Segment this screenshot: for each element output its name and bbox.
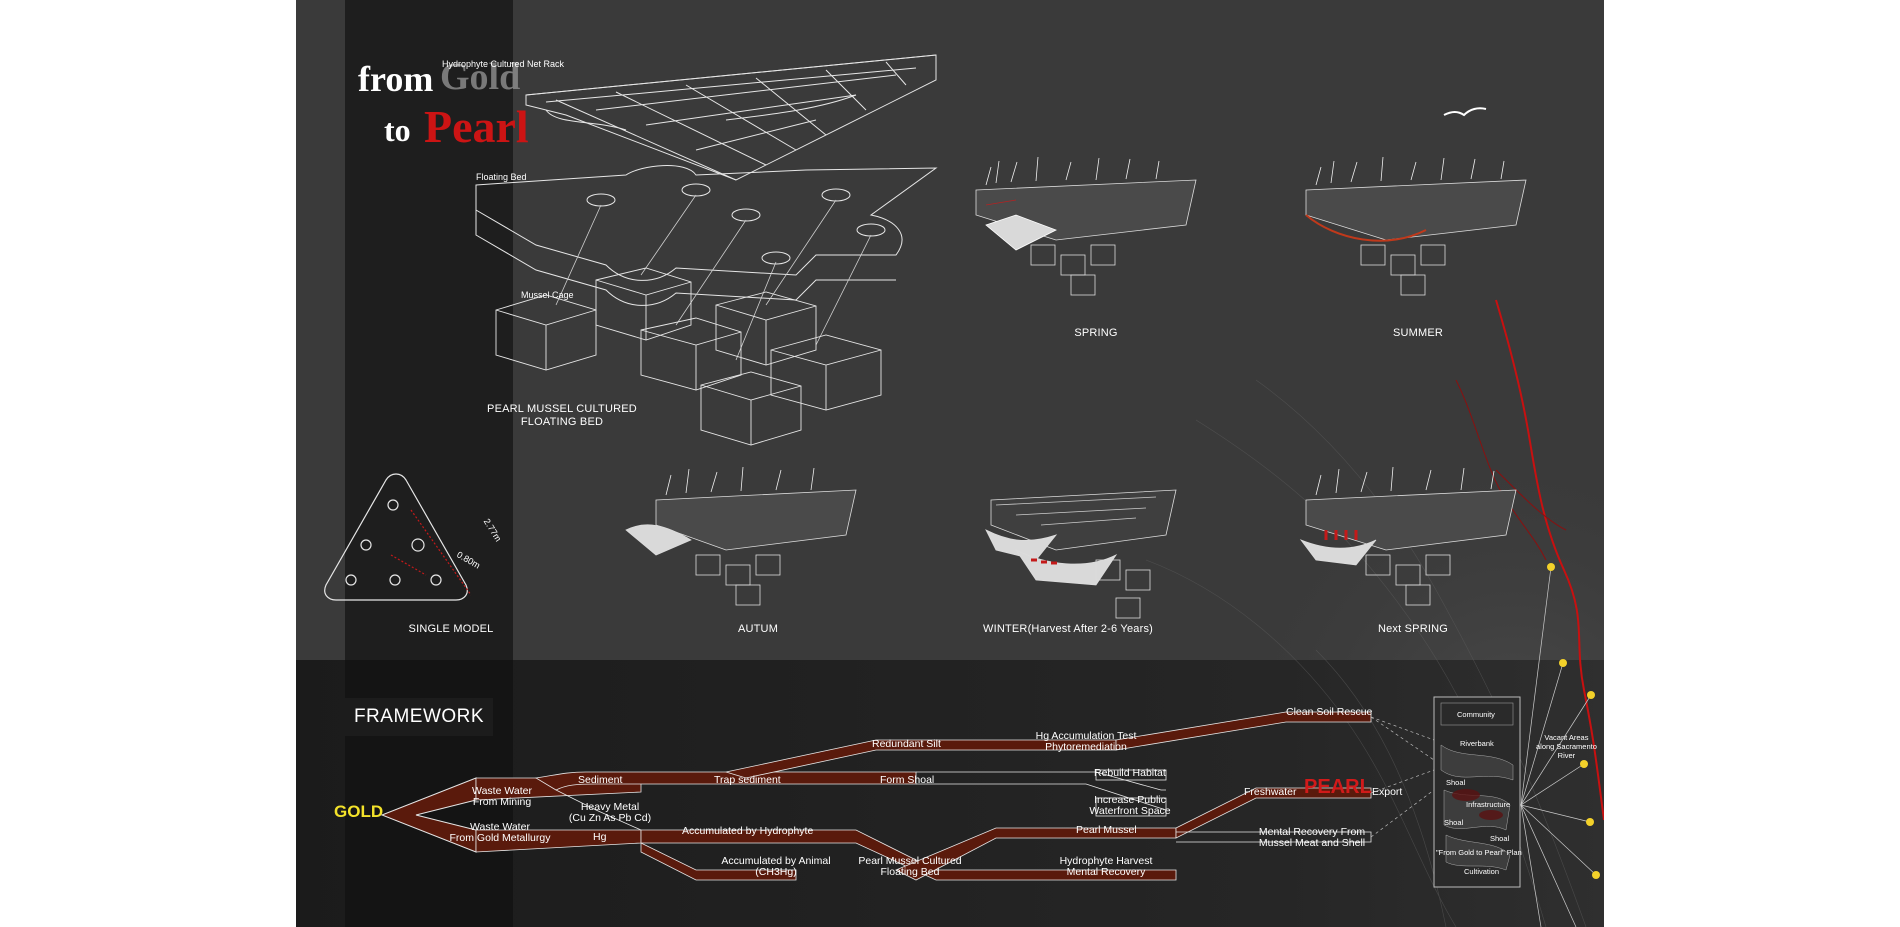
title-from: from xyxy=(358,59,434,99)
next-spring-vignette xyxy=(1299,466,1517,606)
red-river xyxy=(1495,299,1604,821)
form-shoal-label: Form Shoal xyxy=(880,774,935,786)
winter-vignette xyxy=(985,489,1177,619)
exploded-caption-line1: PEARL MUSSEL CULTURED xyxy=(487,403,637,415)
season-spring: SPRING xyxy=(1074,327,1118,339)
acc-hydrophyte-label: Accumulated by Hydrophyte xyxy=(682,825,814,837)
season-summer: SUMMER xyxy=(1392,327,1444,339)
trap-sediment-label: Trap sediment xyxy=(714,774,781,786)
export-label: Export xyxy=(1372,786,1403,798)
poster-board: from Gold to Pearl Hydrophyte Cultured N… xyxy=(296,0,1604,927)
panel-infrastructure: Infrastructure xyxy=(1466,800,1511,809)
acc-animal-label: Accumulated by Animal(CH3Hg) xyxy=(721,855,831,878)
season-next-spring: Next SPRING xyxy=(1377,623,1449,635)
title-to: to xyxy=(384,112,411,148)
single-model-drawing xyxy=(324,473,472,601)
clean-soil-label: Clean Soil Rescue xyxy=(1286,706,1373,718)
left-dark-strip xyxy=(345,0,513,660)
site-points xyxy=(1520,563,1600,927)
season-autumn: AUTUM xyxy=(737,623,779,635)
sediment-label: Sediment xyxy=(578,774,623,786)
panel-community: Community xyxy=(1457,710,1495,719)
panel-shoal-c: Shoal xyxy=(1490,834,1510,843)
mussel-cage-label: Mussel Cage xyxy=(521,290,574,300)
title-pearl: Pearl xyxy=(424,101,529,152)
mussel-cages xyxy=(495,267,882,446)
framework-heading: FRAMEWORK xyxy=(345,698,493,736)
redundant-silt-label: Redundant Silt xyxy=(872,738,941,750)
site-plan-panel xyxy=(1433,696,1521,888)
hg-label: Hg xyxy=(593,831,607,843)
summer-vignette xyxy=(1305,107,1527,296)
exploded-caption-line2: FLOATING BED xyxy=(520,416,604,428)
floating-bed-drawing xyxy=(475,165,938,306)
red-tributary xyxy=(1495,469,1567,531)
spring-vignette xyxy=(975,156,1197,296)
net-rack-drawing xyxy=(525,54,937,181)
freshwater-label: Freshwater xyxy=(1244,786,1297,798)
net-rack-label: Hydrophyte Cultured Net Rack xyxy=(442,59,565,69)
suspension-lines xyxy=(555,194,872,361)
single-model-caption: SINGLE MODEL xyxy=(408,623,494,635)
title-gold: Gold xyxy=(440,56,521,98)
autumn-vignette xyxy=(625,466,857,606)
heavy-metal-label: Heavy Metal(Cu Zn As Pb Cd) xyxy=(568,801,652,824)
panel-riverbank: Riverbank xyxy=(1460,739,1494,748)
pearl-mussel-label: Pearl Mussel xyxy=(1076,824,1137,836)
panel-shoal-b: Shoal xyxy=(1444,818,1464,827)
panel-plan: "From Gold to Pearl" Plan xyxy=(1436,848,1522,857)
framework-source-gold: GOLD xyxy=(334,802,384,821)
floating-bed-label: Floating Bed xyxy=(476,172,527,182)
pearl-label: PEARL xyxy=(1304,776,1372,798)
panel-shoal-a: Shoal xyxy=(1446,778,1466,787)
rebuild-habitat-label: Rebuild Habitat xyxy=(1094,767,1166,779)
season-vignettes xyxy=(625,107,1527,619)
framework-flow xyxy=(380,711,1435,881)
panel-cultivation: Cultivation xyxy=(1464,867,1500,876)
season-winter: WINTER(Harvest After 2-6 Years) xyxy=(982,623,1154,635)
